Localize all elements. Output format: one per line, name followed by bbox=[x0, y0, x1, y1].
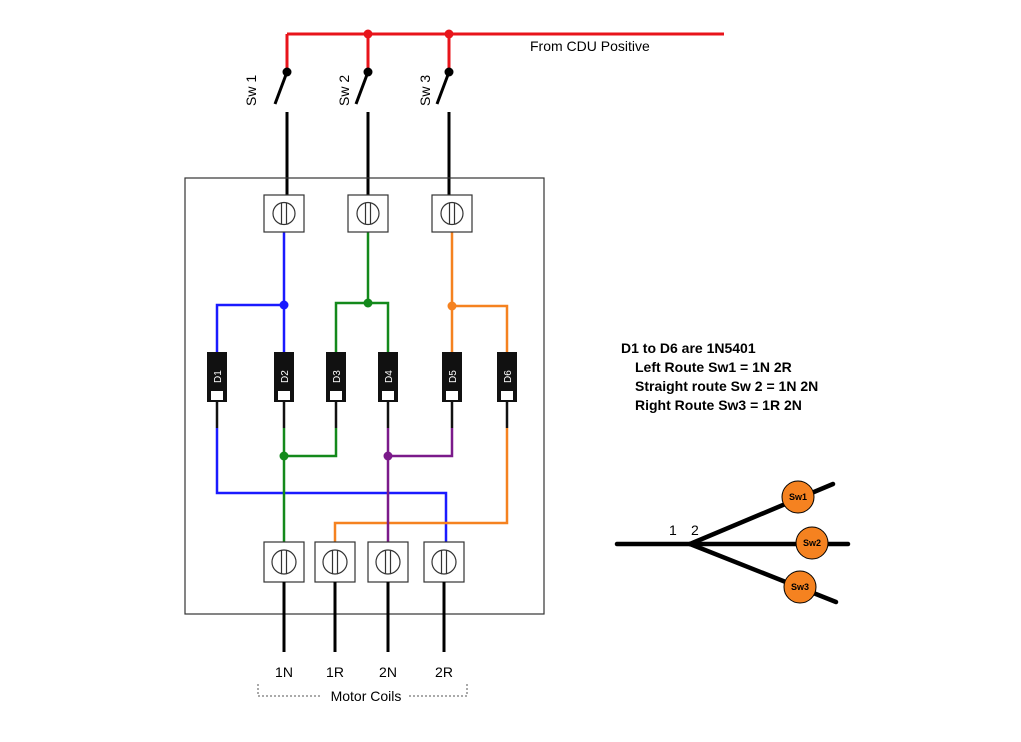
diode-label: D6 bbox=[503, 370, 514, 383]
diode-label: D5 bbox=[448, 370, 459, 383]
input-terminal bbox=[347, 194, 389, 233]
wire-sw1 bbox=[215, 232, 448, 542]
wire-sw2 bbox=[282, 232, 390, 542]
junction-2n bbox=[383, 451, 393, 461]
supply-label: From CDU Positive bbox=[530, 38, 650, 54]
note-line: Straight route Sw 2 = 1N 2N bbox=[635, 378, 818, 394]
supply-junction bbox=[363, 29, 373, 39]
diode-d2: D2 bbox=[274, 352, 294, 428]
diode-d4: D4 bbox=[378, 352, 398, 428]
route-marker-sw3: Sw3 bbox=[783, 570, 817, 604]
junction-sw3 bbox=[447, 301, 457, 311]
diode-label: D2 bbox=[280, 370, 291, 383]
junction-1n bbox=[279, 451, 289, 461]
motor-coils-bracket bbox=[257, 684, 468, 697]
switch-label: Sw 2 bbox=[336, 75, 352, 106]
switch-sw3: Sw 3 bbox=[417, 67, 454, 196]
output-label: 2R bbox=[435, 664, 453, 680]
wire-2n bbox=[386, 428, 454, 542]
route-label: Sw1 bbox=[789, 492, 807, 502]
diode-d3: D3 bbox=[326, 352, 346, 428]
route-marker-sw1: Sw1 bbox=[781, 480, 815, 514]
output-label: 1N bbox=[275, 664, 293, 680]
track-point-label: 1 bbox=[669, 522, 677, 538]
diode-d5: D5 bbox=[442, 352, 462, 428]
note-line: Left Route Sw1 = 1N 2R bbox=[635, 359, 792, 375]
input-terminal bbox=[263, 194, 305, 233]
route-label: Sw2 bbox=[803, 538, 821, 548]
diode-d6: D6 bbox=[497, 352, 517, 428]
note-line: D1 to D6 are 1N5401 bbox=[621, 340, 756, 356]
diode-label: D3 bbox=[332, 370, 343, 383]
route-marker-sw2: Sw2 bbox=[795, 526, 829, 560]
junction-sw1 bbox=[279, 300, 289, 310]
switch-sw1: Sw 1 bbox=[243, 67, 292, 196]
motor-coils-label: Motor Coils bbox=[331, 688, 402, 704]
diode-label: D4 bbox=[384, 370, 395, 383]
switch-label: Sw 1 bbox=[243, 75, 259, 106]
output-label: 1R bbox=[326, 664, 344, 680]
diode-d1: D1 bbox=[207, 352, 227, 428]
supply-rail bbox=[285, 32, 724, 72]
output-terminal-2r bbox=[423, 541, 465, 652]
supply-junction bbox=[444, 29, 454, 39]
output-terminal-2n bbox=[367, 541, 409, 652]
input-terminal bbox=[431, 194, 473, 233]
switch-sw2: Sw 2 bbox=[336, 67, 373, 196]
switch-label: Sw 3 bbox=[417, 75, 433, 106]
diode-label: D1 bbox=[213, 370, 224, 383]
output-terminal-1r bbox=[314, 541, 356, 652]
wire-sw3 bbox=[333, 232, 509, 542]
note-line: Right Route Sw3 = 1R 2N bbox=[635, 397, 802, 413]
output-label: 2N bbox=[379, 664, 397, 680]
junction-sw2 bbox=[363, 298, 373, 308]
track-point-label: 2 bbox=[691, 522, 699, 538]
output-terminal-1n bbox=[263, 541, 305, 652]
diode-board bbox=[184, 177, 545, 615]
route-label: Sw3 bbox=[791, 582, 809, 592]
